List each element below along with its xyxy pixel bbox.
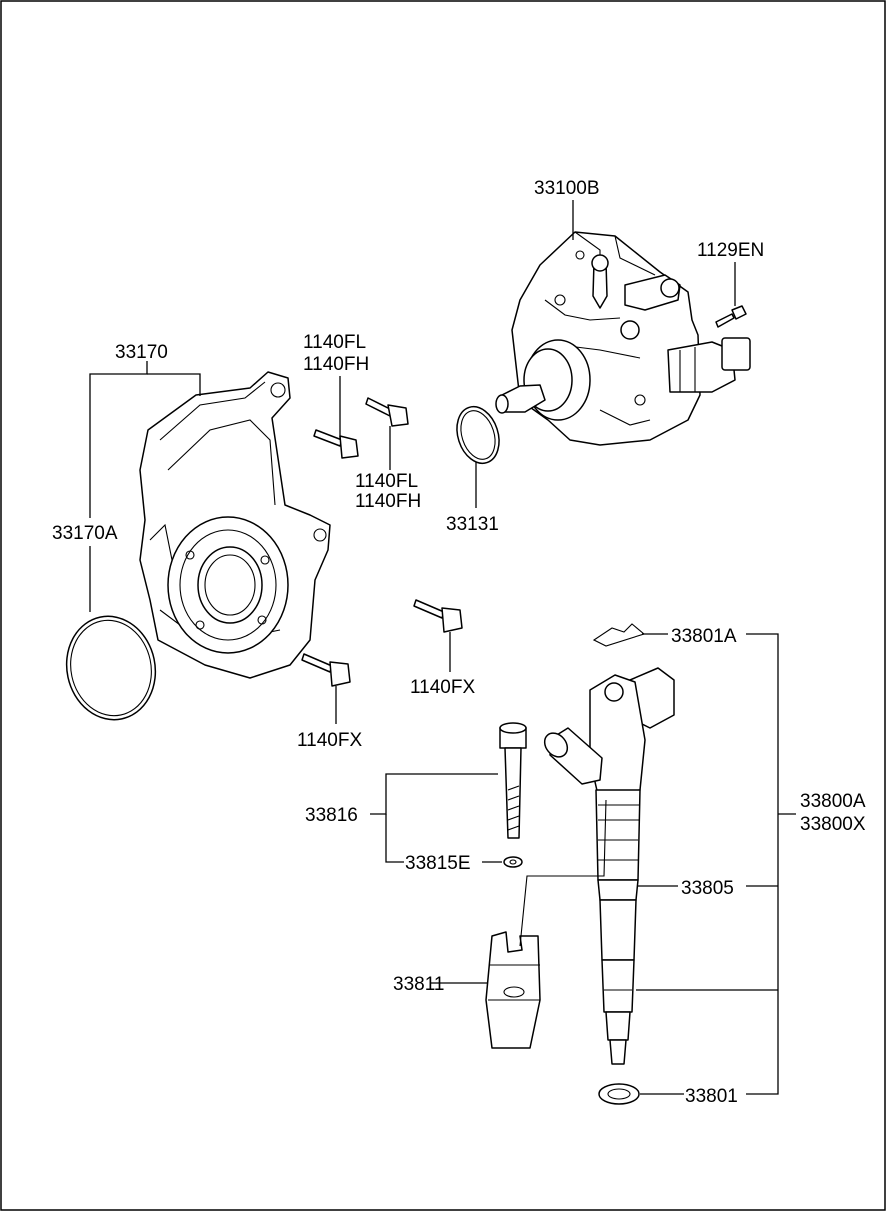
label-bolt-fh-upper: 1140FH	[303, 354, 369, 375]
label-washer-e: 33815E	[405, 853, 471, 874]
label-bolt-fx-mid: 1140FX	[410, 677, 475, 698]
label-injector-assy-a: 33800A	[800, 791, 866, 812]
label-clamp: 33811	[393, 974, 444, 995]
label-pump-assy: 33100B	[534, 178, 600, 199]
label-clip: 33801A	[671, 626, 737, 647]
washer-33801-drawing	[598, 1083, 640, 1105]
leader-lines	[89, 200, 796, 1095]
bolt-1140fl-lower-drawing	[365, 397, 409, 427]
label-injector-clamp-bolt: 33816	[305, 805, 358, 826]
oring-33170a-drawing	[65, 615, 157, 721]
bolt-1140fx-mid-drawing	[413, 599, 463, 633]
label-pump-oring: 33131	[446, 514, 499, 535]
label-nozzle-washer: 33801	[685, 1086, 738, 1107]
bolt-1140fl-upper-drawing	[313, 429, 359, 459]
clip-33801a-drawing	[592, 623, 646, 647]
oring-33131-drawing	[456, 405, 500, 465]
clamp-33811-drawing	[485, 931, 541, 1049]
bolt-33816-drawing	[499, 722, 527, 839]
bolt-1140fx-left-drawing	[301, 653, 351, 687]
label-bolt-fl-upper: 1140FL	[303, 332, 366, 353]
label-bracket-oring: 33170A	[52, 523, 118, 544]
label-bracket: 33170	[115, 342, 168, 363]
bracket-drawing	[139, 371, 331, 679]
label-injector-assy-x: 33800X	[800, 814, 866, 835]
label-bolt-fl-lower: 1140FL	[355, 471, 418, 492]
label-bolt-fx-left: 1140FX	[297, 730, 362, 751]
bolt-1129en-drawing	[715, 305, 747, 328]
washer-33815e-drawing	[503, 856, 523, 868]
label-bolt-fh-lower: 1140FH	[355, 491, 421, 512]
injector-drawing	[543, 667, 675, 1065]
label-pump-bolt: 1129EN	[697, 240, 764, 261]
fuel-pump-drawing	[495, 231, 751, 446]
label-injector-body: 33805	[681, 878, 734, 899]
